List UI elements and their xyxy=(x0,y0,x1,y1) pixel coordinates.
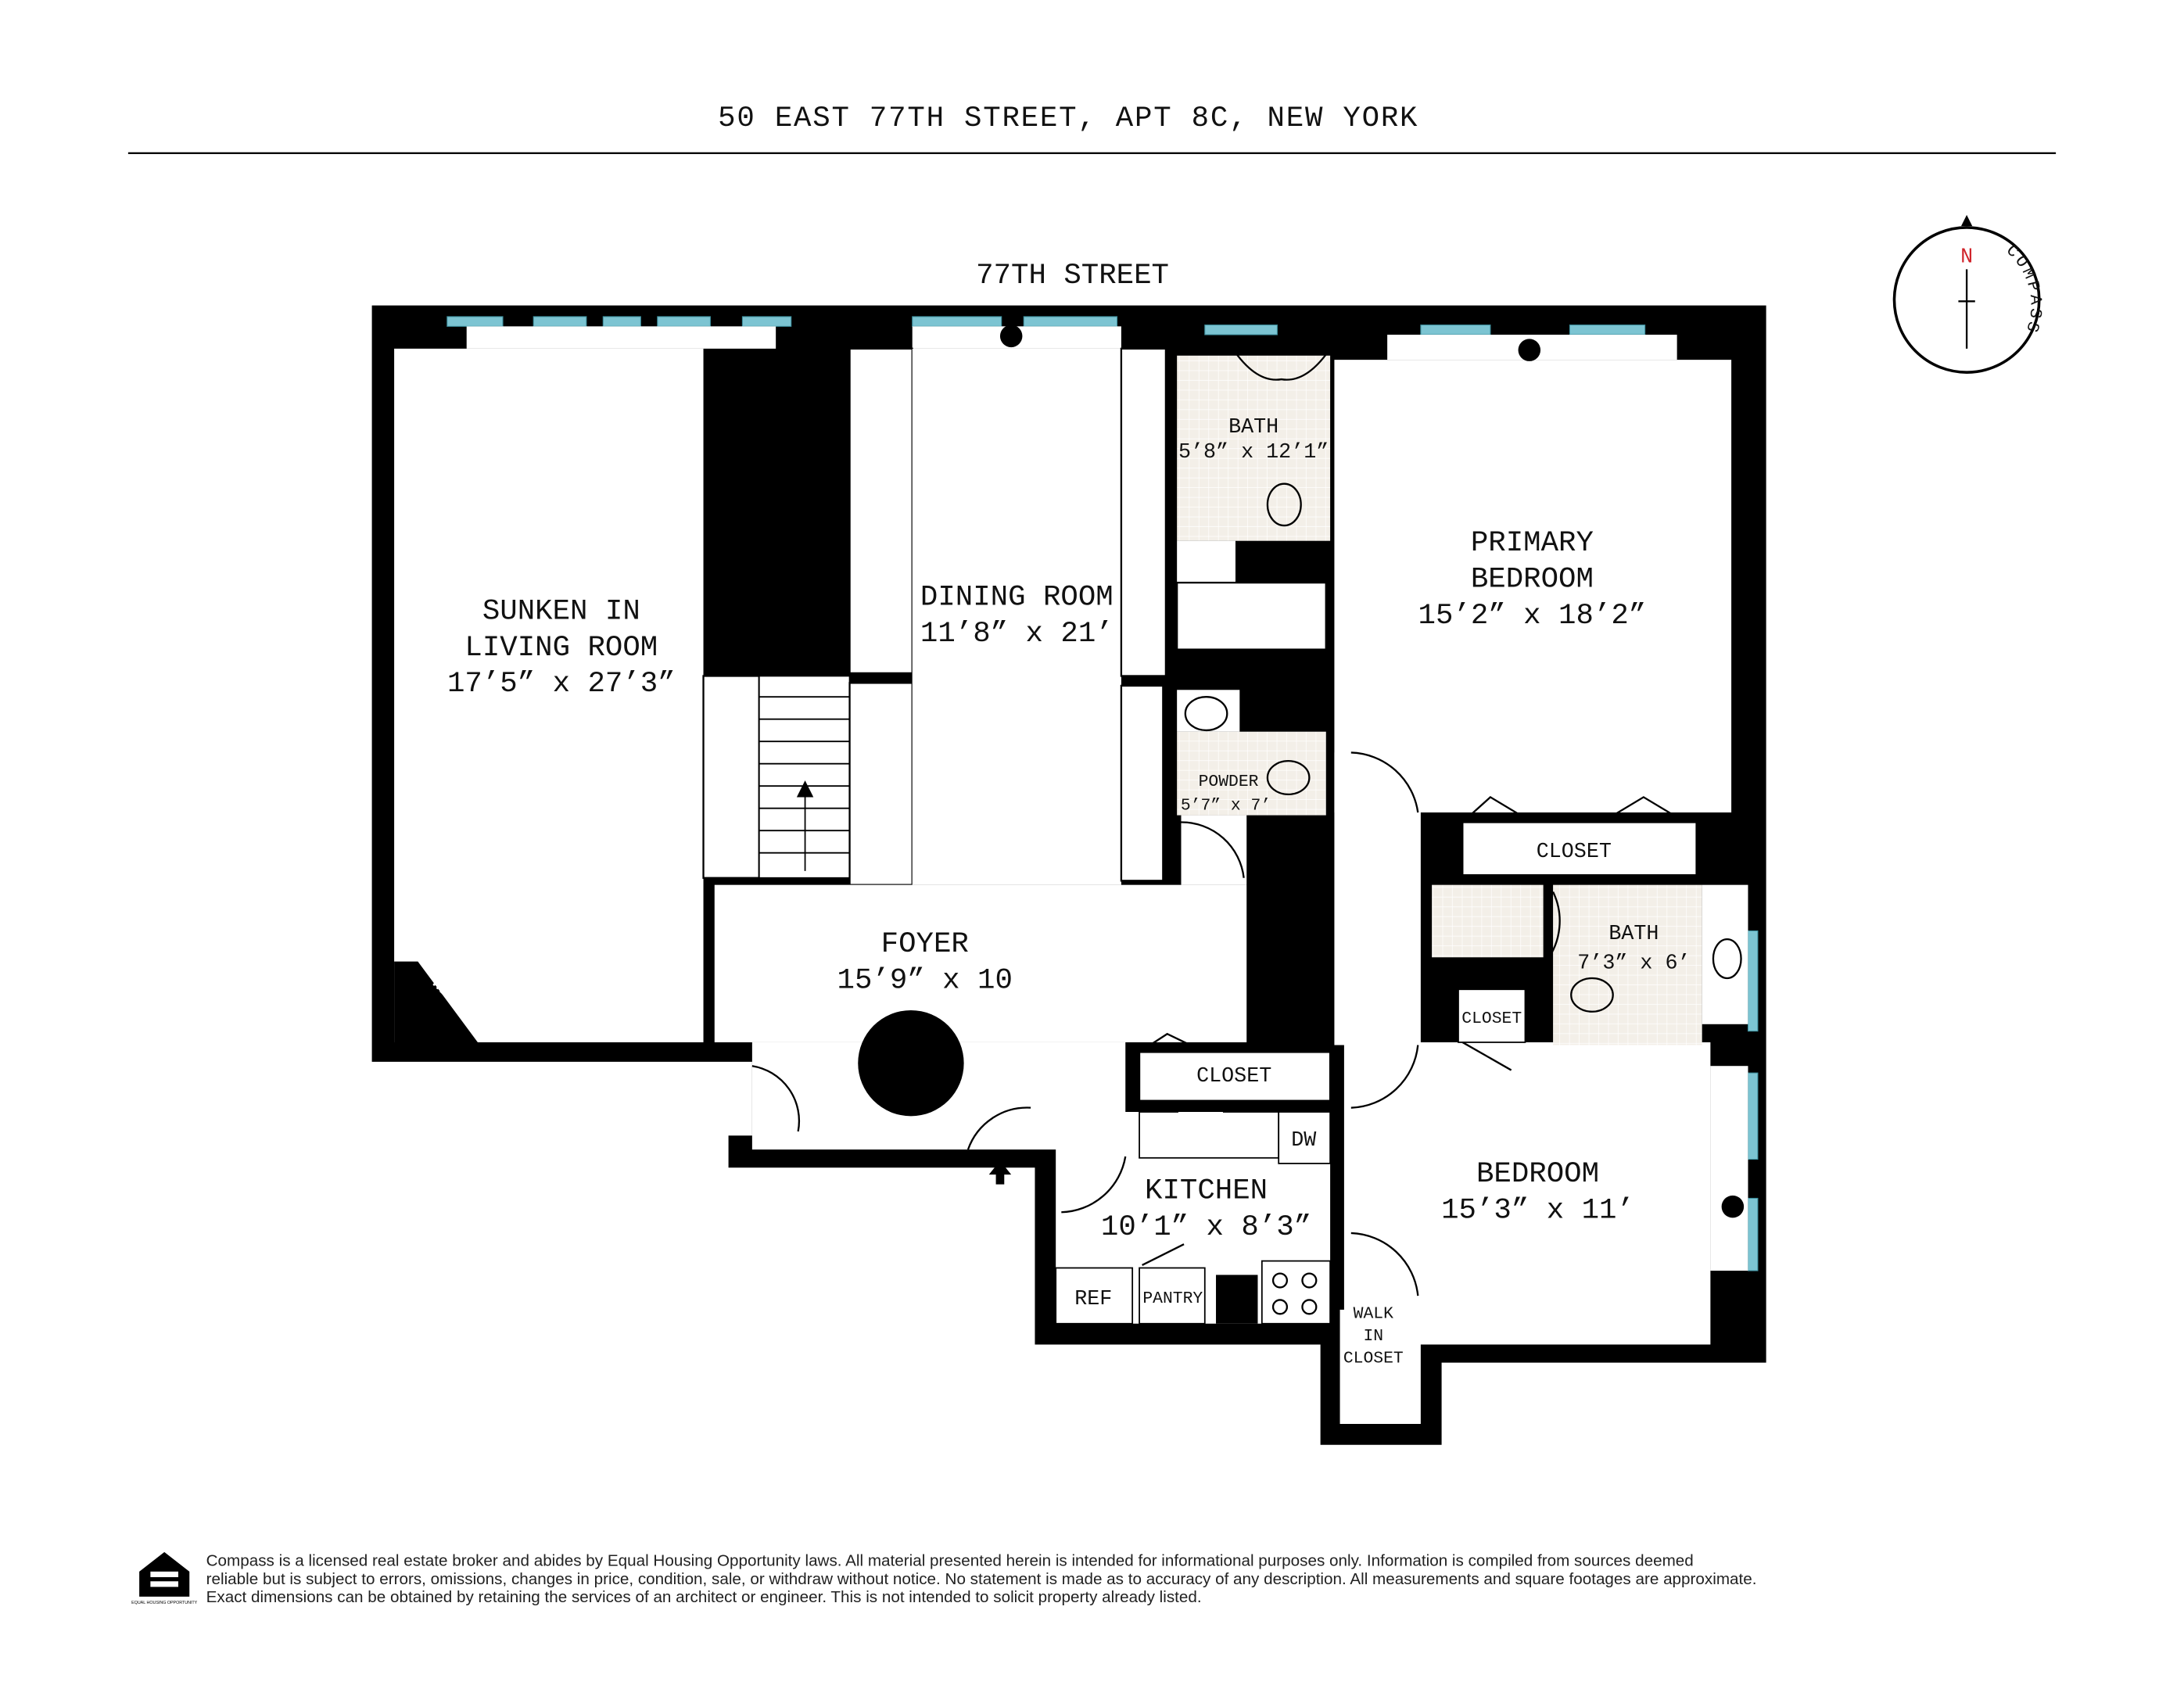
kitchen-dims: 10’1” x 8’3” xyxy=(1101,1211,1311,1244)
bathtub xyxy=(1175,581,1327,651)
north-arrow-icon xyxy=(1961,214,1973,227)
disclaimer-line: Exact dimensions can be obtained by reta… xyxy=(206,1588,1202,1606)
foyer-floor xyxy=(714,884,1247,1042)
primary-bedroom-label: BEDROOM xyxy=(1471,563,1594,596)
sink-icon xyxy=(1712,938,1742,980)
doors xyxy=(751,751,1686,1296)
compass-north: N xyxy=(1960,246,1973,269)
living-room-dims: 17’5” x 27’3” xyxy=(447,668,676,701)
primary-bedroom-dims: 15’2” x 18’2” xyxy=(1418,600,1647,633)
column xyxy=(858,1009,964,1117)
floor-plan xyxy=(371,305,1766,1445)
bath-floor xyxy=(1177,355,1331,541)
street-label: 77TH STREET xyxy=(976,260,1169,292)
walk-in-closet-label: WALK xyxy=(1354,1305,1393,1324)
living-room-label: SUNKEN IN xyxy=(482,595,640,628)
primary-bedroom-label: PRIMARY xyxy=(1471,527,1594,560)
primary-bedroom-floor xyxy=(1334,360,1732,813)
powder-label: POWDER xyxy=(1199,773,1259,791)
walk-in-closet-floor xyxy=(1339,1309,1421,1424)
bedroom-dims: 15’3” x 11’ xyxy=(1441,1194,1634,1227)
page-title: 50 EAST 77TH STREET, APT 8C, NEW YORK xyxy=(718,102,1418,135)
footer: EQUAL HOUSING OPPORTUNITY Compass is a l… xyxy=(131,1552,1756,1606)
walk-in-closet-label: IN xyxy=(1363,1327,1383,1346)
dw-label: DW xyxy=(1291,1129,1317,1153)
dining-room-dims: 11’8” x 21’ xyxy=(920,618,1114,651)
living-room-label: LIVING ROOM xyxy=(464,632,658,665)
room-labels: SUNKEN IN LIVING ROOM 17’5” x 27’3” DINI… xyxy=(428,416,1691,1368)
sink-icon xyxy=(1184,696,1228,732)
living-room-floor xyxy=(394,348,704,1042)
ref-label: REF xyxy=(1074,1288,1112,1311)
disclaimer-line: Compass is a licensed real estate broker… xyxy=(206,1552,1694,1570)
closet-label: CLOSET xyxy=(1461,1009,1522,1028)
foyer-label: FOYER xyxy=(881,928,969,961)
equal-housing-logo: EQUAL HOUSING OPPORTUNITY xyxy=(131,1551,198,1605)
sink-icon xyxy=(1232,348,1332,381)
closet-label: CLOSET xyxy=(1537,841,1612,864)
stove xyxy=(1261,1260,1331,1325)
bath-dims: 5’8” x 12’1” xyxy=(1178,441,1329,464)
disclaimer-line: reliable but is subject to errors, omiss… xyxy=(206,1570,1757,1588)
toilet-icon xyxy=(1266,759,1311,796)
bath2-floor xyxy=(1553,884,1702,1045)
bath2-dims: 7’3” x 6’ xyxy=(1577,952,1690,976)
toilet-icon xyxy=(1266,482,1302,527)
logo-text: EQUAL HOUSING OPPORTUNITY xyxy=(131,1601,198,1605)
bath2-label: BATH xyxy=(1608,923,1659,946)
compass: N COMPASS xyxy=(1892,214,2042,374)
kitchen-label: KITCHEN xyxy=(1145,1174,1268,1207)
stair-arrow-icon xyxy=(796,780,814,798)
closet-label: CLOSET xyxy=(1196,1065,1271,1088)
bath-label: BATH xyxy=(1228,416,1278,439)
powder-dims: 5’7” x 7’ xyxy=(1181,796,1271,815)
header-divider xyxy=(127,152,2057,155)
pantry-label: PANTRY xyxy=(1142,1289,1203,1308)
walk-in-closet-label: CLOSET xyxy=(1343,1350,1404,1368)
powder-floor xyxy=(1177,731,1326,816)
toilet-icon xyxy=(1570,977,1614,1013)
fireplace xyxy=(394,961,478,1042)
closet xyxy=(1461,821,1698,877)
bedroom-label: BEDROOM xyxy=(1476,1158,1599,1191)
dining-room-floor xyxy=(912,348,1121,885)
entry-arrow-icon xyxy=(988,1160,1012,1185)
dining-room-label: DINING ROOM xyxy=(920,582,1114,615)
bedroom-floor xyxy=(1343,1042,1711,1345)
foyer-dims: 15’9” x 10 xyxy=(837,964,1013,997)
